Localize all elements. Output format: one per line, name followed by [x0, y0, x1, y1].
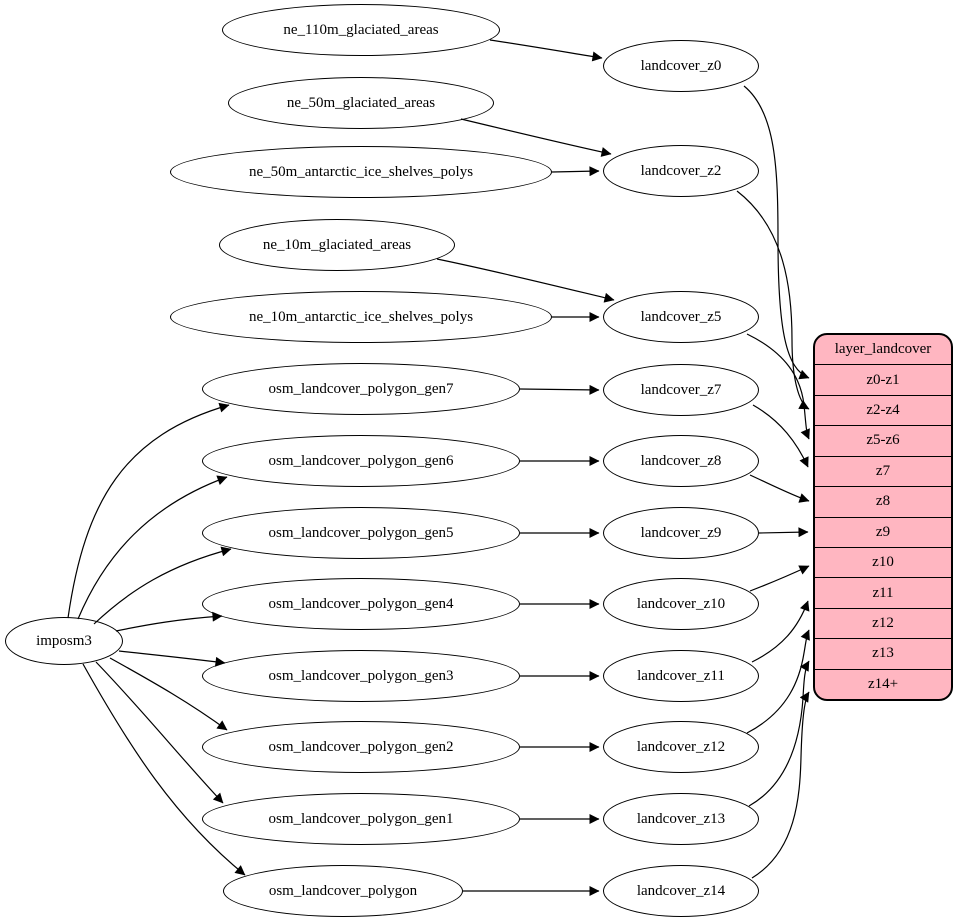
edge-imposm3-gen4 — [115, 611, 223, 632]
node-landcover-z14: landcover_z14 — [603, 865, 759, 917]
node-landcover-z2: landcover_z2 — [603, 145, 759, 197]
edge-z11-row — [751, 600, 810, 663]
node-landcover-z0: landcover_z0 — [603, 40, 759, 92]
edge-imposm3-gen1 — [95, 661, 224, 804]
node-landcover-z8: landcover_z8 — [603, 435, 759, 487]
edge-imposm3-polygon — [82, 663, 246, 876]
edge-ne110m-z0 — [489, 39, 603, 62]
table-row-z5-z6: z5-z6 — [815, 425, 951, 455]
edge-z9-row — [758, 527, 809, 538]
edge-z7-row — [752, 404, 809, 468]
node-osm-landcover-polygon-gen2: osm_landcover_polygon_gen2 — [202, 721, 520, 773]
edge-z0-row — [743, 85, 810, 380]
table-row-z0-z1: z0-z1 — [815, 364, 951, 394]
node-osm-landcover-polygon-gen3: osm_landcover_polygon_gen3 — [202, 650, 520, 702]
node-ne-10m-antarctic-ice-shelves-polys: ne_10m_antarctic_ice_shelves_polys — [170, 291, 552, 343]
node-landcover-z7: landcover_z7 — [603, 364, 759, 416]
edge-ne10m-glac-z5 — [436, 258, 615, 303]
node-osm-landcover-polygon-gen7: osm_landcover_polygon_gen7 — [202, 363, 520, 415]
edge-gen7-z7 — [519, 384, 600, 395]
edge-z8-row — [749, 474, 810, 503]
node-osm-landcover-polygon-gen4: osm_landcover_polygon_gen4 — [202, 578, 520, 630]
node-ne-10m-glaciated-areas: ne_10m_glaciated_areas — [219, 219, 455, 271]
edge-imposm3-gen3 — [118, 650, 226, 667]
table-row-z8: z8 — [815, 486, 951, 516]
edge-z10-row — [749, 565, 810, 592]
node-landcover-z12: landcover_z12 — [603, 721, 759, 773]
edge-imposm3-gen7 — [67, 402, 230, 619]
node-landcover-z5: landcover_z5 — [603, 291, 759, 343]
node-landcover-z10: landcover_z10 — [603, 578, 759, 630]
node-landcover-z11: landcover_z11 — [603, 650, 759, 702]
node-ne-50m-glaciated-areas: ne_50m_glaciated_areas — [228, 77, 494, 129]
node-osm-landcover-polygon-gen5: osm_landcover_polygon_gen5 — [202, 507, 520, 559]
node-ne-50m-antarctic-ice-shelves-polys: ne_50m_antarctic_ice_shelves_polys — [170, 146, 552, 198]
edge-z13-row — [748, 660, 810, 807]
table-row-z13: z13 — [815, 638, 951, 668]
node-imposm3: imposm3 — [5, 617, 123, 665]
edge-ne50m-glac-z2 — [460, 118, 612, 157]
node-landcover-z9: landcover_z9 — [603, 507, 759, 559]
edge-z14-row — [751, 691, 810, 879]
table-title: layer_landcover — [834, 341, 932, 358]
table-row-z11: z11 — [815, 577, 951, 607]
table-row-z14plus: z14+ — [815, 668, 951, 699]
node-landcover-z13: landcover_z13 — [603, 793, 759, 845]
node-osm-landcover-polygon-gen1: osm_landcover_polygon_gen1 — [202, 793, 520, 845]
node-osm-landcover-polygon-gen6: osm_landcover_polygon_gen6 — [202, 435, 520, 487]
table-row-z12: z12 — [815, 607, 951, 638]
table-layer-landcover: layer_landcover z0-z1 z2-z4 z5-z6 z7 z8 … — [813, 333, 953, 701]
node-ne-110m-glaciated-areas: ne_110m_glaciated_areas — [222, 4, 500, 56]
edge-ne50m-ant-z2 — [551, 166, 600, 177]
table-row-z10: z10 — [815, 546, 951, 577]
table-row-z2-z4: z2-z4 — [815, 394, 951, 425]
table-row-z9: z9 — [815, 516, 951, 547]
node-osm-landcover-polygon: osm_landcover_polygon — [223, 865, 463, 917]
table-row-z7: z7 — [815, 455, 951, 486]
